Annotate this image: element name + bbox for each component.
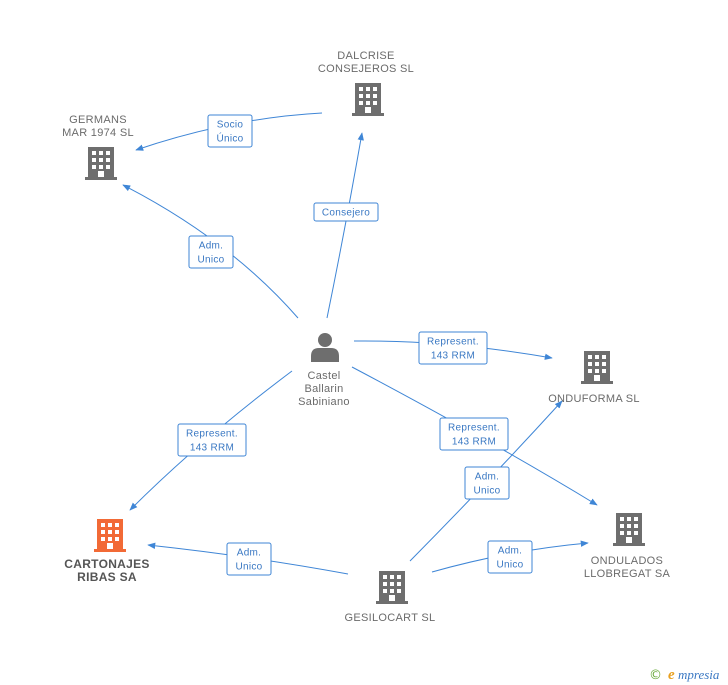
edge-label-text: Socio xyxy=(217,120,244,131)
edge-label-text: Único xyxy=(216,132,243,145)
node-label: ONDUFORMA SL xyxy=(548,393,640,405)
edge-label-text: Adm. xyxy=(237,548,262,559)
edge-castel-germans: Adm. Unico xyxy=(122,184,299,319)
edge-gesilocart-onduforma: Adm. Unico xyxy=(409,400,563,562)
edge-label-box xyxy=(487,540,533,574)
edge-label-text: Consejero xyxy=(322,208,370,219)
edge-castel-ondulados: Represent. 143 RRM xyxy=(351,366,598,506)
node-label: GERMANS xyxy=(69,114,127,126)
node-label: LLOBREGAT SA xyxy=(584,568,671,580)
edge-label[interactable]: Adm. Unico xyxy=(226,542,272,576)
edge-line xyxy=(326,132,364,319)
edge-label[interactable]: Represent. 143 RRM xyxy=(177,423,247,457)
edge-label-box xyxy=(207,114,253,148)
edge-label-box xyxy=(226,542,272,576)
edge-label-text: Represent. xyxy=(448,423,500,434)
person-icon xyxy=(311,333,339,362)
node-label: ONDULADOS xyxy=(591,555,663,567)
edges-layer: SocioÚnicoConsejeroAdm.UnicoRepresent.14… xyxy=(122,112,598,576)
edge-label[interactable]: Adm. Unico xyxy=(487,540,533,574)
edge-gesilocart-ondulados: Adm. Unico xyxy=(431,540,589,574)
edge-label-box xyxy=(188,235,234,269)
edge-gesilocart-cartonajes: Adm. Unico xyxy=(147,542,349,576)
building-icon xyxy=(85,147,117,180)
edge-label[interactable]: Consejero xyxy=(313,202,379,222)
node-label: DALCRISE xyxy=(337,50,394,62)
edge-label-text: Adm. xyxy=(475,472,500,483)
edge-castel-onduforma: Represent. 143 RRM xyxy=(353,331,553,365)
edge-label-text: Represent. xyxy=(427,337,479,348)
edge-label-text: Unico xyxy=(197,255,224,266)
edge-label-box xyxy=(418,331,488,365)
edge-label-text: Adm. xyxy=(498,546,523,557)
edge-label-text: Adm. xyxy=(199,241,224,252)
empresia-logo[interactable]: © e mpresia xyxy=(649,667,720,683)
edge-label[interactable]: Represent. 143 RRM xyxy=(439,417,509,451)
edge-label-text: 143 RRM xyxy=(190,443,234,454)
edge-label-text: Unico xyxy=(235,562,262,573)
edge-label-text: Unico xyxy=(496,560,523,571)
node-label: Ballarin xyxy=(304,383,343,395)
edge-label-text: 143 RRM xyxy=(431,351,475,362)
building-icon xyxy=(613,513,645,546)
node-onduforma[interactable]: ONDUFORMA SL xyxy=(548,351,640,405)
edge-label-box xyxy=(177,423,247,457)
brand-name: mpresia xyxy=(678,667,720,682)
node-label: MAR 1974 SL xyxy=(62,127,134,139)
edge-label[interactable]: Adm. Unico xyxy=(464,466,510,500)
edge-castel-dalcrise: Consejero xyxy=(313,132,379,319)
edge-label-text: Unico xyxy=(473,486,500,497)
edge-label-box xyxy=(464,466,510,500)
node-label: Castel xyxy=(308,370,341,382)
building-icon xyxy=(376,571,408,604)
building-icon xyxy=(94,519,126,552)
edge-castel-cartonajes: Represent. 143 RRM xyxy=(129,370,293,511)
node-label: Sabiniano xyxy=(298,396,350,408)
edge-label[interactable]: Represent. 143 RRM xyxy=(418,331,488,365)
building-icon xyxy=(581,351,613,384)
edge-label-text: Represent. xyxy=(186,429,238,440)
edge-label-text: 143 RRM xyxy=(452,437,496,448)
edge-label[interactable]: Adm. Unico xyxy=(188,235,234,269)
brand-initial: e xyxy=(668,667,675,683)
node-label: CARTONAJES xyxy=(64,557,149,571)
node-label: GESILOCART SL xyxy=(345,612,436,624)
copyright-symbol: © xyxy=(649,668,662,683)
node-label: CONSEJEROS SL xyxy=(318,63,414,75)
node-label: RIBAS SA xyxy=(77,570,137,584)
edge-label-box xyxy=(313,202,379,222)
building-icon xyxy=(352,83,384,116)
edge-label-box xyxy=(439,417,509,451)
node-gesilocart[interactable]: GESILOCART SL xyxy=(345,571,436,624)
